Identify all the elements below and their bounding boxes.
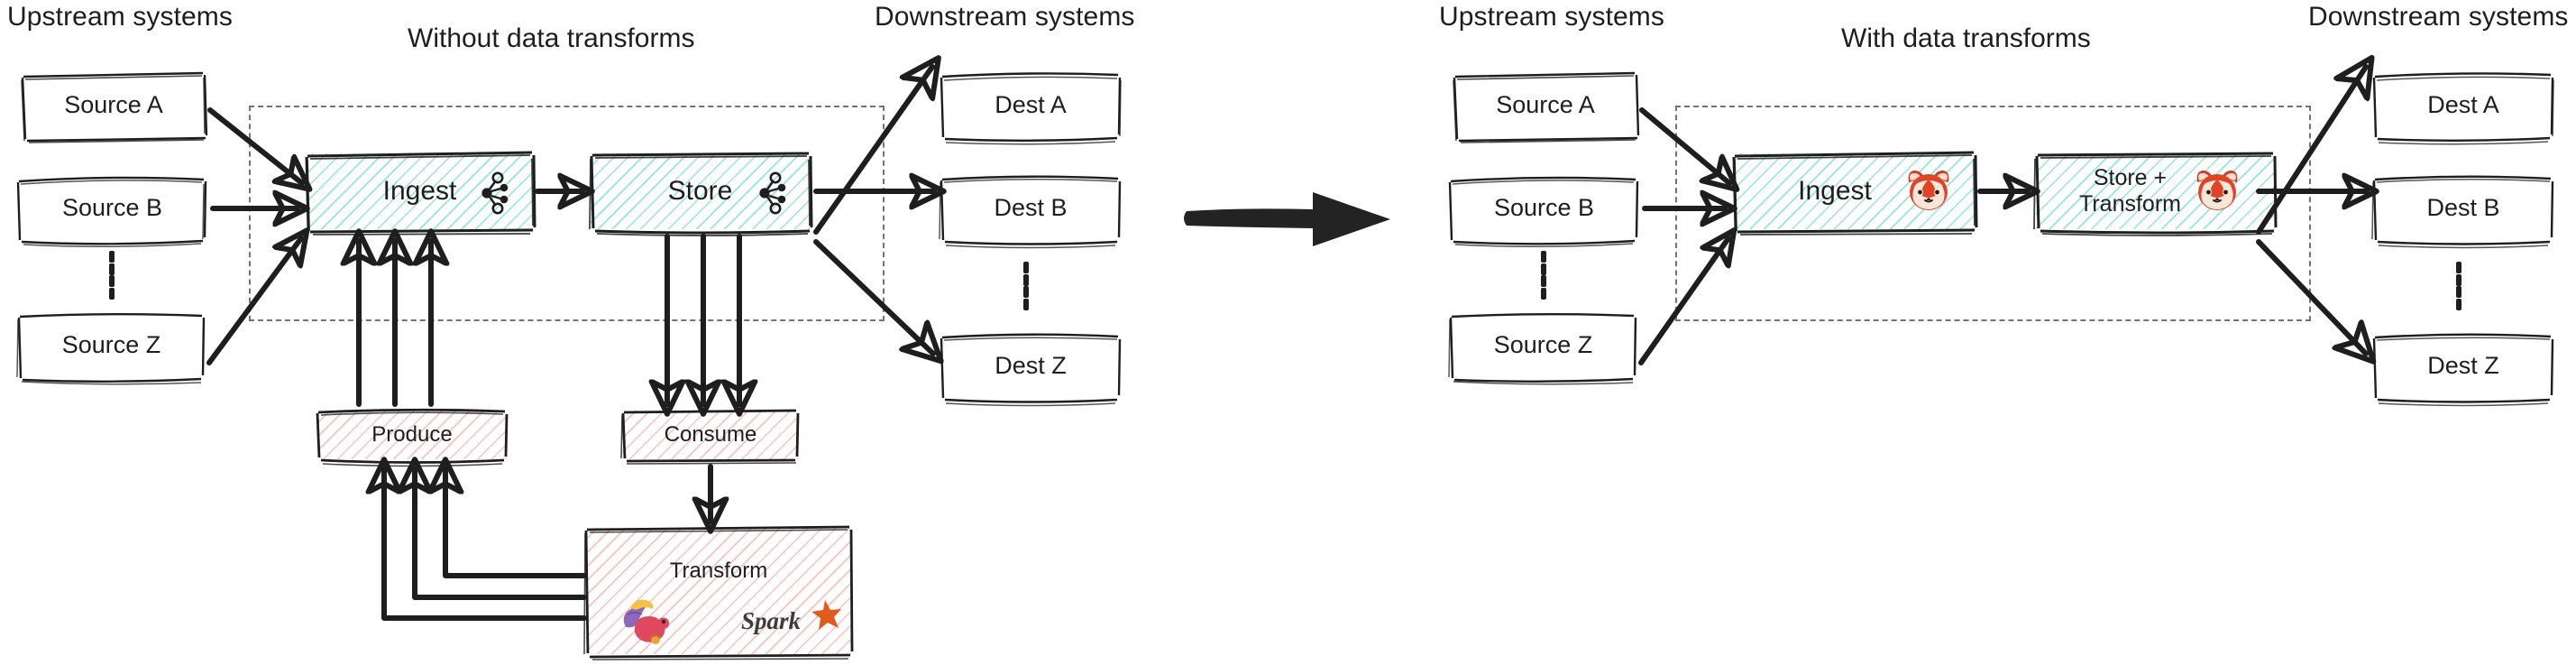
kafka-icon [481, 171, 509, 215]
consume-box[interactable]: Consume [620, 409, 800, 465]
downstream-heading-left: Downstream systems [875, 2, 1135, 32]
box-fill-hatch [591, 153, 810, 229]
pipeline-label: Store [667, 175, 733, 206]
dest-label: Dest B [994, 194, 1068, 222]
kafka-icon [759, 171, 786, 215]
source-box-b-left[interactable]: Source B [16, 176, 207, 248]
panel-title-right: With data transforms [1841, 23, 2091, 53]
dest-ellipsis-left [1022, 262, 1030, 310]
arrow-transform-to-produce-1 [384, 469, 587, 621]
arrow-transform-to-produce-2 [415, 469, 587, 600]
source-box-z-left[interactable]: Source Z [16, 313, 206, 385]
dest-box-z-left[interactable]: Dest Z [940, 333, 1122, 407]
upstream-heading-left: Upstream systems [7, 2, 233, 32]
dest-label: Dest B [2426, 194, 2500, 222]
dest-box-z-right[interactable]: Dest Z [2372, 333, 2554, 407]
transform-box[interactable]: Transform Spark [583, 525, 854, 660]
dest-box-b-right[interactable]: Dest B [2371, 175, 2554, 249]
dest-box-a-right[interactable]: Dest A [2372, 72, 2554, 145]
source-box-b-right[interactable]: Source B [1448, 176, 1639, 248]
dest-label: Dest Z [2427, 352, 2499, 380]
pipeline-label: Ingest [382, 175, 457, 206]
downstream-heading-right: Downstream systems [2308, 2, 2569, 32]
source-ellipsis-left [108, 251, 115, 300]
transition-arrow [1184, 192, 1390, 246]
source-label: Source B [1493, 194, 1595, 222]
dest-label: Dest A [2427, 91, 2499, 119]
upstream-heading-right: Upstream systems [1439, 2, 1664, 32]
source-label: Source Z [61, 331, 161, 359]
source-label: Source A [1496, 91, 1595, 119]
box-fill-hatch [622, 411, 799, 459]
source-label: Source B [61, 194, 163, 222]
svg-text:Spark: Spark [741, 607, 802, 634]
dest-box-b-left[interactable]: Dest B [939, 175, 1122, 249]
produce-box[interactable]: Produce [316, 408, 509, 467]
box-fill-hatch [586, 528, 851, 654]
pipeline-label: Store + Transform [2079, 165, 2181, 217]
source-ellipsis-right [1540, 251, 1547, 300]
spark-icon: Spark [741, 600, 841, 634]
pipeline-label: Ingest [1798, 175, 1872, 206]
transform-label: Transform [669, 559, 768, 583]
pipeline-box-store-left[interactable]: Store [589, 152, 813, 236]
flink-icon [623, 599, 669, 644]
source-box-z-right[interactable]: Source Z [1448, 313, 1637, 385]
redpanda-icon [1908, 171, 1949, 210]
source-label: Source Z [1493, 331, 1593, 359]
source-box-a-right[interactable]: Source A [1453, 71, 1640, 143]
dest-box-a-left[interactable]: Dest A [940, 72, 1122, 145]
redpanda-icon [2196, 171, 2238, 210]
produce-label: Produce [371, 422, 453, 448]
source-label: Source A [64, 91, 163, 119]
box-fill-hatch [317, 411, 507, 459]
dest-ellipsis-right [2455, 262, 2462, 310]
dest-label: Dest A [995, 91, 1067, 119]
source-box-a-left[interactable]: Source A [21, 71, 208, 143]
arrow-transform-to-produce-3 [445, 469, 587, 578]
dest-label: Dest Z [995, 352, 1067, 380]
consume-label: Consume [664, 422, 757, 448]
panel-title-left: Without data transforms [408, 23, 695, 53]
